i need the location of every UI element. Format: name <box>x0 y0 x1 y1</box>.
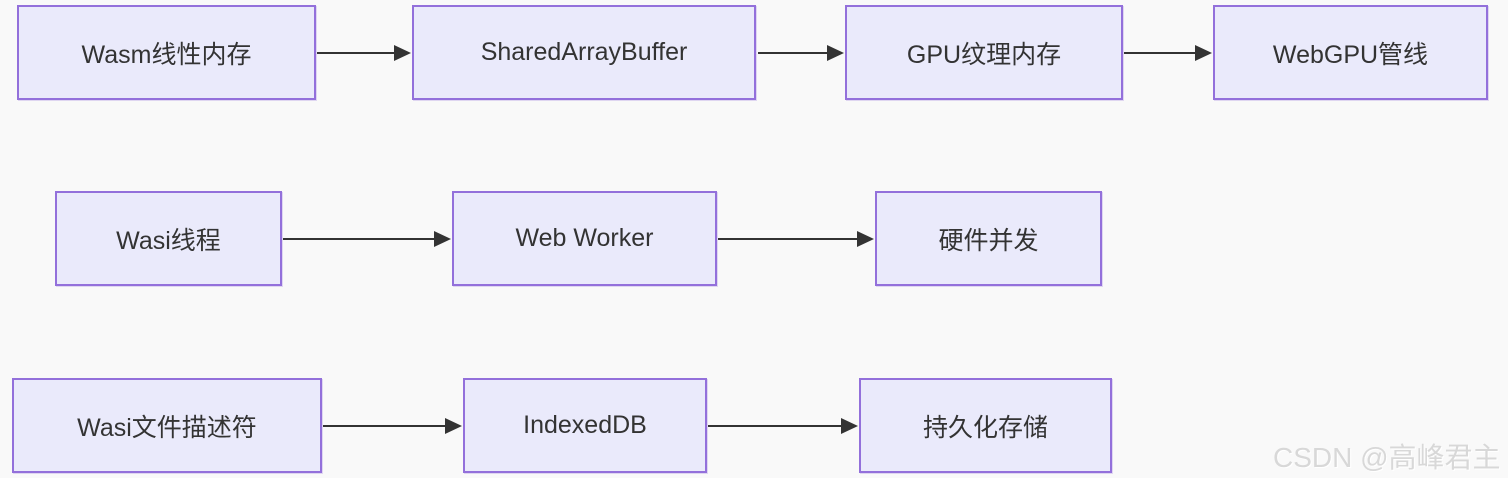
node-sharedarraybuffer: SharedArrayBuffer <box>412 5 756 100</box>
arrow-shaft <box>708 425 841 427</box>
node-webgpu-pipeline: WebGPU管线 <box>1213 5 1488 100</box>
arrow-shaft <box>718 238 857 240</box>
node-indexeddb: IndexedDB <box>463 378 707 473</box>
arrowhead-right-icon <box>445 418 462 434</box>
node-hardware-concurrency: 硬件并发 <box>875 191 1102 286</box>
arrow-shaft <box>1124 52 1195 54</box>
arrow-shaft <box>317 52 394 54</box>
node-wasi-threads: Wasi线程 <box>55 191 282 286</box>
arrow-gpu-texture-to-webgpu <box>1124 45 1212 61</box>
arrow-web-worker-to-hardware-concurrency <box>718 231 874 247</box>
arrow-sharedarraybuffer-to-gpu-texture <box>758 45 844 61</box>
node-persistent-storage: 持久化存储 <box>859 378 1112 473</box>
arrow-shaft <box>283 238 434 240</box>
arrow-indexeddb-to-persistent-storage <box>708 418 858 434</box>
arrow-wasi-threads-to-web-worker <box>283 231 451 247</box>
node-gpu-texture-memory: GPU纹理内存 <box>845 5 1123 100</box>
arrow-shaft <box>323 425 445 427</box>
node-wasm-linear-memory: Wasm线性内存 <box>17 5 316 100</box>
arrow-wasi-fd-to-indexeddb <box>323 418 462 434</box>
node-web-worker: Web Worker <box>452 191 717 286</box>
arrowhead-right-icon <box>434 231 451 247</box>
arrowhead-right-icon <box>1195 45 1212 61</box>
arrow-shaft <box>758 52 827 54</box>
arrowhead-right-icon <box>394 45 411 61</box>
node-wasi-file-descriptor: Wasi文件描述符 <box>12 378 322 473</box>
arrowhead-right-icon <box>827 45 844 61</box>
arrow-wasm-to-sharedarraybuffer <box>317 45 411 61</box>
arrowhead-right-icon <box>857 231 874 247</box>
arrowhead-right-icon <box>841 418 858 434</box>
csdn-watermark: CSDN @高峰君主 <box>1273 442 1501 473</box>
